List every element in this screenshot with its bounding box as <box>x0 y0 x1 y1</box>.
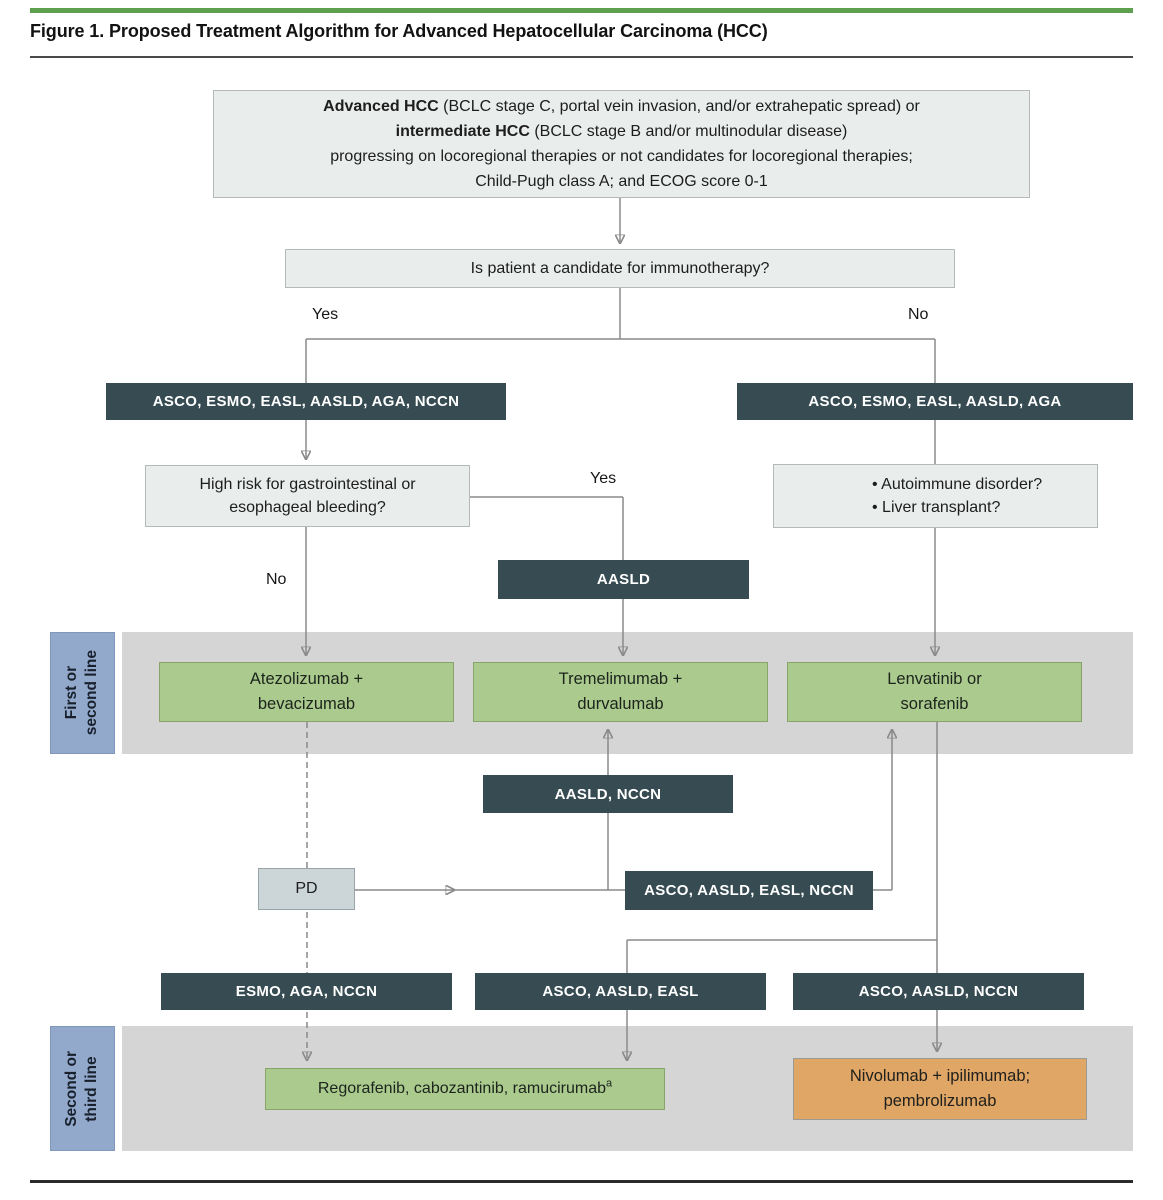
bleeding-label-yes: Yes <box>590 470 617 487</box>
treatment-box-nivolumab-ipilimumab-pembrolizumab: Nivolumab + ipilimumab; pembrolizumab <box>793 1058 1087 1120</box>
entry-line-3: progressing on locoregional therapies or… <box>330 148 913 165</box>
guideline-box-esmo-aga-nccn: ESMO, AGA, NCCN <box>161 973 452 1010</box>
regorafenib-text: Regorafenib, cabozantinib, ramucirumaba <box>317 1077 613 1097</box>
second-or-third-line-label: Second or third line <box>50 1026 115 1151</box>
guideline-box-asco-aasld-nccn: ASCO, AASLD, NCCN <box>793 973 1084 1010</box>
first-or-second-line-label: First or second line <box>50 632 115 754</box>
contraindication-item-transplant: • Liver transplant? <box>872 499 1001 516</box>
guideline-box-immuno-yes: ASCO, ESMO, EASL, AASLD, AGA, NCCN <box>106 383 506 420</box>
first-or-second-line-text: First or second line <box>63 650 101 736</box>
bleeding-label-no: No <box>266 571 287 588</box>
treatment-box-atezolizumab-bevacizumab: Atezolizumab + bevacizumab <box>159 662 454 722</box>
branch-label-no: No <box>908 306 929 323</box>
figure-bottom-rule <box>30 1180 1133 1183</box>
entry-line-4: Child-Pugh class A; and ECOG score 0-1 <box>475 173 768 190</box>
footnote-marker: a <box>606 1077 613 1090</box>
guideline-box-asco-aasld-easl: ASCO, AASLD, EASL <box>475 973 766 1010</box>
treatment-box-regorafenib-cabozantinib-ramucirumab: Regorafenib, cabozantinib, ramucirumaba <box>265 1068 665 1110</box>
entry-criteria-box: Advanced HCC (BCLC stage C, portal vein … <box>213 90 1030 198</box>
figure-title: Figure 1. Proposed Treatment Algorithm f… <box>30 21 768 41</box>
second-or-third-line-text: Second or third line <box>63 1050 101 1127</box>
guideline-box-asco-aasld-easl-nccn: ASCO, AASLD, EASL, NCCN <box>625 871 873 910</box>
contraindication-item-autoimmune: • Autoimmune disorder? <box>872 475 1043 493</box>
title-rule <box>30 56 1133 58</box>
guideline-box-aasld-nccn: AASLD, NCCN <box>483 775 733 813</box>
branch-label-yes: Yes <box>312 306 339 323</box>
guideline-box-immuno-no: ASCO, ESMO, EASL, AASLD, AGA <box>737 383 1133 420</box>
immunotherapy-question-box: Is patient a candidate for immunotherapy… <box>285 249 955 288</box>
entry-line-1: Advanced HCC (BCLC stage C, portal vein … <box>323 98 920 115</box>
entry-line-2: intermediate HCC (BCLC stage B and/or mu… <box>395 123 848 140</box>
treatment-box-tremelimumab-durvalumab: Tremelimumab + durvalumab <box>473 662 768 722</box>
pd-box: PD <box>258 868 355 910</box>
guideline-box-aasld: AASLD <box>498 560 749 599</box>
contraindications-box: • Autoimmune disorder? • Liver transplan… <box>773 464 1098 528</box>
treatment-box-lenvatinib-sorafenib: Lenvatinib or sorafenib <box>787 662 1082 722</box>
bleeding-risk-box: High risk for gastrointestinal or esopha… <box>145 465 470 527</box>
title-accent-bar <box>30 8 1133 13</box>
